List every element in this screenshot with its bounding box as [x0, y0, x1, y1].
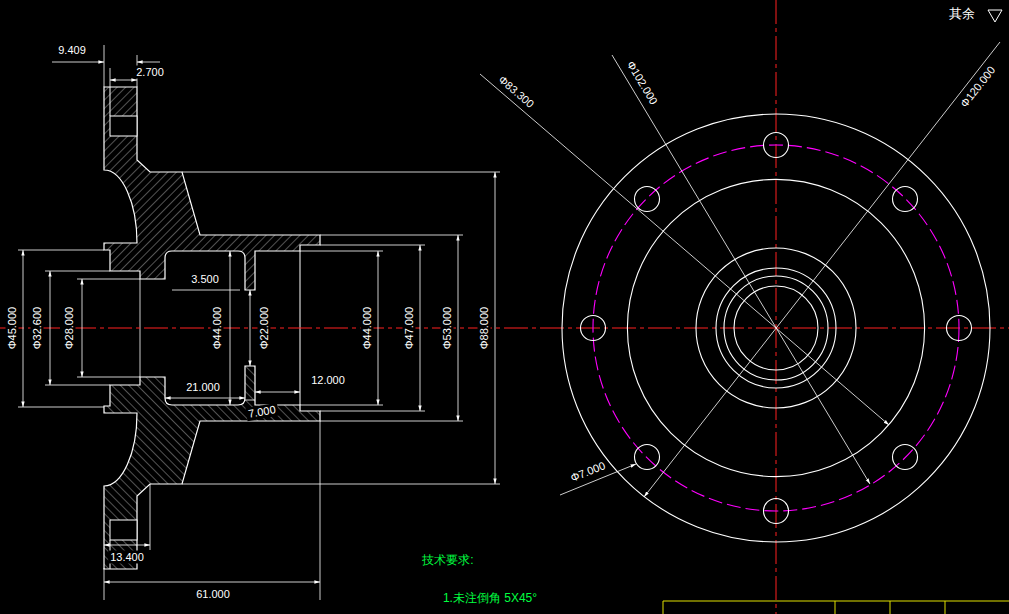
dimension-text: Φ47.000	[403, 305, 416, 351]
title-block	[663, 601, 664, 614]
dimension-text: Φ22.000	[258, 305, 271, 351]
dimension-line	[18, 45, 500, 600]
dimension-line	[110, 68, 111, 87]
dimension-line	[77, 279, 140, 280]
dimension-line	[458, 235, 459, 421]
leader-line	[612, 55, 870, 484]
dimension-line	[230, 251, 231, 405]
dimension-text: 7.000	[245, 403, 278, 421]
note-text: 1.未注倒角 5X45°	[441, 592, 539, 605]
note-heading: 技术要求:	[420, 554, 475, 567]
dimension-line	[172, 290, 240, 291]
dimension-text: 13.400	[108, 551, 146, 564]
end-view	[893, 445, 918, 470]
dimension-line	[320, 235, 463, 236]
dimension-line	[50, 271, 51, 385]
dimension-text: 21.000	[184, 381, 222, 394]
dimension-line	[320, 421, 321, 600]
dimension-text: 3.500	[189, 273, 221, 286]
end-view	[764, 499, 789, 524]
dimension-text: Φ88.000	[478, 305, 491, 351]
dimension-line	[18, 250, 104, 251]
dimension-line	[150, 484, 151, 550]
dimension-line	[110, 80, 137, 81]
dimension-line	[137, 62, 160, 63]
end-view	[635, 187, 660, 212]
dimension-text: Φ120.000	[957, 62, 1000, 111]
title-block	[663, 601, 1009, 602]
dimension-line	[77, 377, 140, 378]
dimension-line	[104, 45, 105, 87]
title-block	[945, 601, 946, 614]
roughness-symbol	[988, 10, 1002, 22]
dimension-text: Φ7.000	[567, 458, 609, 485]
end-view	[635, 445, 660, 470]
dimension-line	[245, 400, 255, 401]
dimension-text: 2.700	[134, 66, 166, 79]
end-view	[581, 316, 606, 341]
dimension-text: 9.409	[56, 44, 88, 57]
leader-line	[644, 42, 1000, 497]
dimension-line	[182, 484, 500, 485]
dimension-text: Φ44.000	[361, 305, 374, 351]
dimension-line	[104, 568, 105, 600]
leader-line	[480, 42, 1000, 497]
dimension-line	[104, 582, 320, 583]
dimension-line	[300, 251, 383, 252]
end-view	[764, 133, 789, 158]
dimension-text: Φ44.000	[211, 305, 224, 351]
dimension-text: Φ32.600	[31, 305, 44, 351]
dimension-text: Φ83.300	[494, 72, 538, 112]
end-view	[947, 316, 972, 341]
dimension-text: 12.000	[309, 374, 347, 387]
dimension-line	[52, 62, 104, 63]
dimension-text: Φ45.000	[6, 305, 19, 351]
section-lower	[104, 328, 320, 569]
dimension-line	[495, 172, 496, 484]
center-line	[0, 328, 1009, 329]
dimension-text: Φ28.000	[63, 305, 76, 351]
dimension-line	[250, 290, 251, 366]
dimension-line	[165, 398, 245, 399]
dimension-line	[420, 245, 421, 411]
center-line	[776, 0, 777, 614]
title-block	[663, 601, 1009, 614]
dimension-line	[320, 245, 425, 246]
roughness-symbol	[988, 10, 1002, 22]
dimension-line	[45, 271, 110, 272]
dimension-line	[23, 250, 24, 407]
dimension-line	[255, 392, 300, 393]
dimension-line	[82, 279, 83, 377]
dimension-line	[182, 172, 500, 173]
note-text: 其余	[947, 7, 977, 20]
end-view	[893, 187, 918, 212]
leader-line	[480, 74, 889, 425]
dimension-line	[104, 545, 150, 546]
dimension-line	[378, 251, 379, 405]
dimension-line	[320, 411, 425, 412]
dimension-text: Φ102.000	[623, 57, 661, 109]
title-block	[835, 601, 836, 614]
dimension-text: 61.000	[194, 588, 232, 601]
section-upper	[104, 87, 320, 328]
dimension-line	[18, 407, 104, 408]
dimension-line	[300, 405, 383, 406]
title-block	[890, 601, 891, 614]
dimension-text: Φ53.000	[441, 305, 454, 351]
dimension-line	[45, 385, 110, 386]
dimension-line	[320, 421, 463, 422]
